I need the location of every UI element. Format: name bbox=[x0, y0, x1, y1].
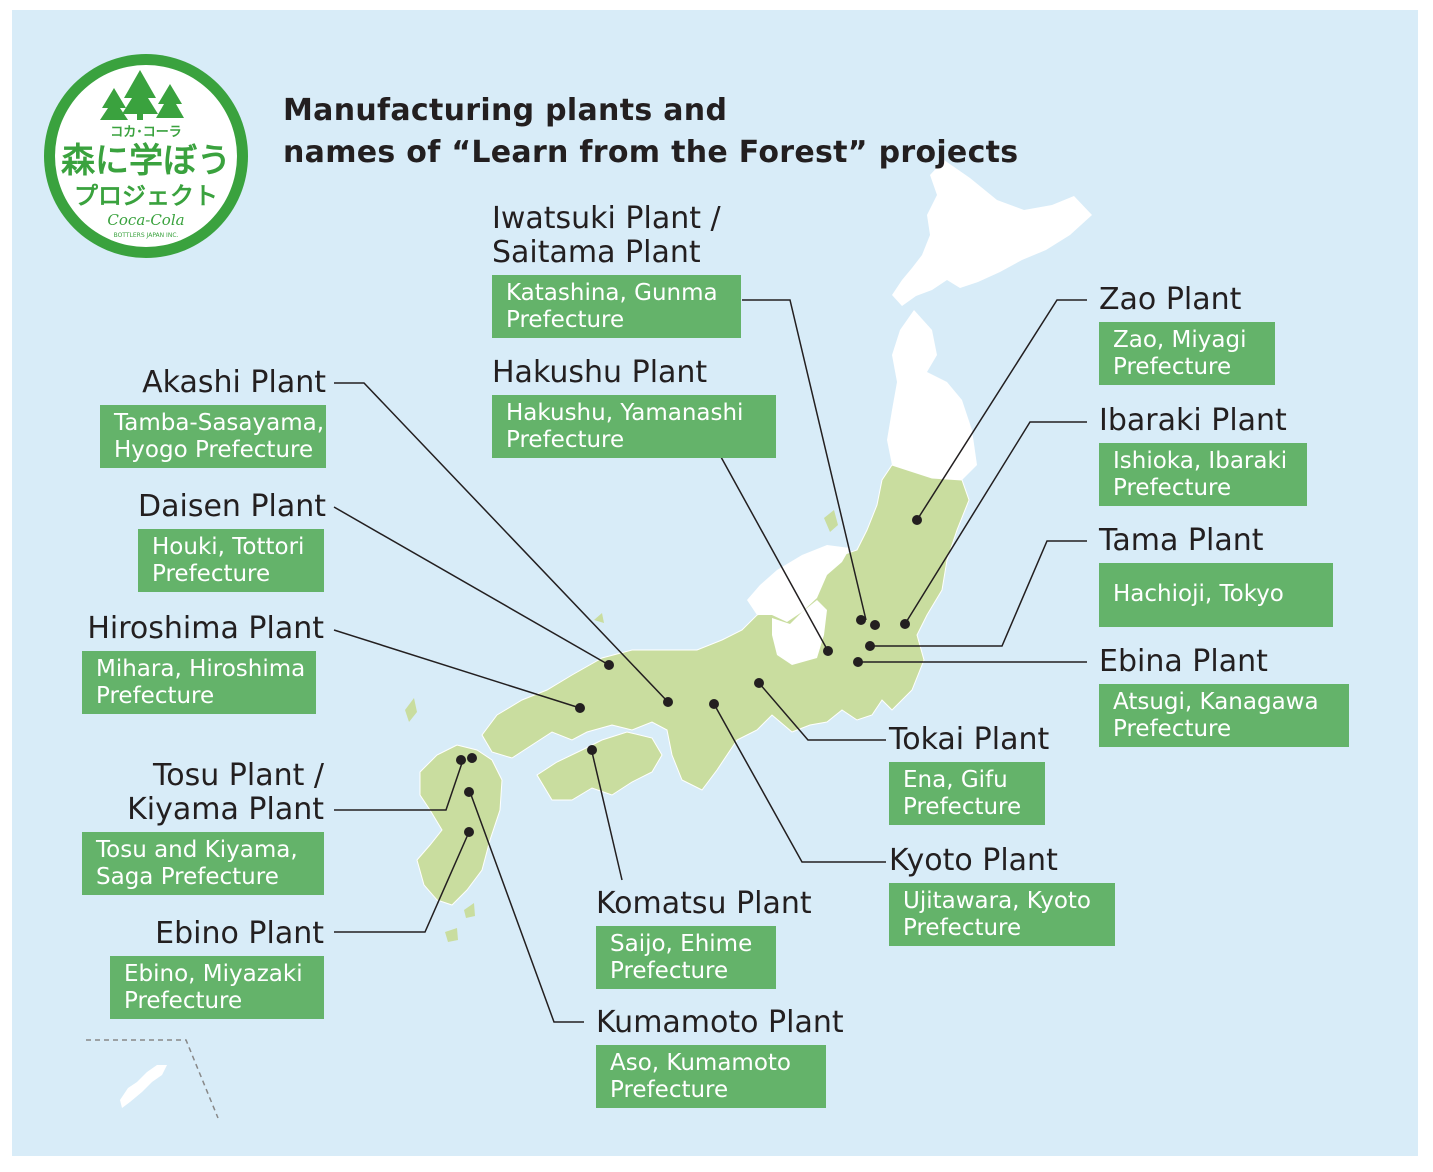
logo-brand: Coca-Cola bbox=[107, 211, 184, 229]
plant-name: Tokai Plant bbox=[889, 722, 1050, 757]
plant-name: Komatsu Plant bbox=[596, 886, 812, 921]
shikoku bbox=[536, 731, 663, 801]
okinawa-inset-border bbox=[86, 1039, 219, 1119]
title-line-1: Manufacturing plants and bbox=[283, 93, 728, 128]
dot-hiroshima bbox=[575, 703, 585, 713]
plant-name: Ebino Plant bbox=[155, 916, 324, 951]
title-line-2: names of “Learn from the Forest” project… bbox=[283, 135, 1019, 170]
connector-lines bbox=[333, 299, 1087, 1023]
kyushu bbox=[416, 744, 503, 906]
plant-name: Zao Plant bbox=[1099, 282, 1242, 317]
plant-location-box: Tosu and Kiyama,Saga Prefecture bbox=[82, 832, 324, 895]
plant-location-box: Hachioji, Tokyo bbox=[1099, 563, 1333, 627]
logo-main-line2: プロジェクト bbox=[74, 182, 218, 210]
dot-tama bbox=[865, 641, 875, 651]
sado-island bbox=[824, 510, 838, 532]
tohoku-north bbox=[887, 310, 977, 480]
plant-name: Ebina Plant bbox=[1099, 644, 1268, 679]
learn-from-forest-logo: コカ･コーラ 森に学ぼう プロジェクト Coca-Cola BOTTLERS J… bbox=[40, 50, 252, 262]
dot-ebina bbox=[853, 657, 863, 667]
dot-iwatsuki-a bbox=[856, 615, 866, 625]
dot-kyoto bbox=[709, 699, 719, 709]
plant-label-iwatsuki: Iwatsuki Plant /Saitama Plant Katashina,… bbox=[492, 202, 741, 338]
dot-hakushu bbox=[823, 646, 833, 656]
goto-island bbox=[405, 698, 417, 722]
plant-name: Hakushu Plant bbox=[492, 355, 708, 390]
dot-akashi bbox=[663, 697, 673, 707]
dot-tokai bbox=[754, 678, 764, 688]
honshu-white-2 bbox=[772, 600, 827, 665]
logo-main-line1: 森に学ぼう bbox=[61, 141, 231, 181]
plant-name: Tosu Plant /Kiyama Plant bbox=[127, 758, 324, 827]
dot-komatsu bbox=[587, 745, 597, 755]
hokkaido bbox=[892, 160, 1092, 306]
plant-name: Kyoto Plant bbox=[889, 843, 1058, 878]
awaji-island bbox=[658, 705, 668, 726]
plant-name: Akashi Plant bbox=[142, 365, 326, 400]
dot-kumamoto bbox=[464, 787, 474, 797]
plant-name: Daisen Plant bbox=[138, 489, 327, 524]
plant-name: Tama Plant bbox=[1099, 523, 1264, 558]
dot-tosu-b bbox=[467, 753, 477, 763]
dot-ebino bbox=[464, 827, 474, 837]
plant-label-akashi: Akashi Plant Tamba-Sasayama,Hyogo Prefec… bbox=[100, 366, 326, 468]
plant-name: Hiroshima Plant bbox=[87, 611, 324, 646]
logo-brand-sub: BOTTLERS JAPAN INC. bbox=[114, 232, 179, 239]
oki-island bbox=[594, 613, 604, 623]
dot-zao bbox=[912, 515, 922, 525]
dot-daisen bbox=[604, 660, 614, 670]
logo-top-text: コカ･コーラ bbox=[110, 125, 182, 140]
honshu-white bbox=[747, 545, 850, 622]
dot-iwatsuki-b bbox=[870, 620, 880, 630]
southern-islands bbox=[445, 928, 458, 942]
tree-icon bbox=[100, 70, 184, 120]
plant-label-tosu: Tosu Plant /Kiyama Plant Tosu and Kiyama… bbox=[82, 759, 324, 895]
dot-ibaraki bbox=[900, 619, 910, 629]
plant-name: Kumamoto Plant bbox=[596, 1005, 844, 1040]
plant-name: Iwatsuki Plant /Saitama Plant bbox=[492, 201, 721, 270]
dot-tosu-a bbox=[456, 755, 466, 765]
japan-map bbox=[86, 160, 1092, 1119]
plant-label-tama: Tama Plant Hachioji, Tokyo bbox=[1099, 524, 1333, 627]
plant-location-box: Tamba-Sasayama,Hyogo Prefecture bbox=[100, 405, 326, 468]
okinawa bbox=[120, 1065, 167, 1108]
plant-name: Ibaraki Plant bbox=[1099, 403, 1287, 438]
southern-islands-2 bbox=[464, 903, 475, 918]
plant-dots bbox=[456, 515, 922, 837]
page-title: Manufacturing plants and names of “Learn… bbox=[283, 90, 1018, 174]
